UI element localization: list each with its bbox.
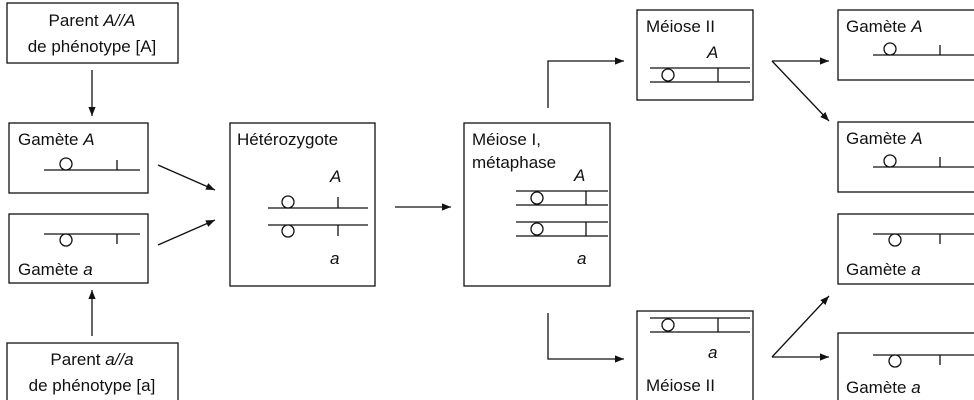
- arrow-meiosis-II-bottom-to-gamete-3: [771, 295, 830, 358]
- arrow-meiosis-II-top-to-gamete-2: [771, 60, 830, 122]
- parent-AA-phenotype: de phénotype [A]: [28, 37, 157, 56]
- heterozygote-allele-A: A: [329, 167, 341, 186]
- centromere: [59, 233, 73, 247]
- meiosis-I-box: Méiose I, métaphase A a: [463, 122, 611, 287]
- centromere: [530, 222, 544, 236]
- gamete-A-label: Gamète A: [18, 130, 95, 149]
- parent-aa-box: Parent a//a de phénotype [a]: [6, 342, 179, 400]
- centromere: [281, 224, 295, 238]
- parent-AA-box: Parent A//A de phénotype [A]: [6, 2, 179, 64]
- arrow-meiosis-I-to-meiosis-II-bottom: [547, 313, 624, 363]
- output-gamete-3: Gamète a: [837, 213, 974, 285]
- output-gamete-2-label: Gamète A: [846, 129, 923, 148]
- centromere: [883, 42, 897, 56]
- output-gamete-4: Gamète a: [837, 332, 974, 400]
- output-gamete-1: Gamète A: [837, 9, 974, 81]
- meiosis-II-bottom-box: a Méiose II: [636, 310, 754, 400]
- output-gamete-1-label: Gamète A: [846, 17, 923, 36]
- output-gamete-2: Gamète A: [837, 121, 974, 193]
- centromere: [888, 233, 902, 247]
- heterozygote-title: Hétérozygote: [237, 130, 338, 149]
- meiosis-II-bottom-allele: a: [708, 343, 717, 362]
- meiosis-II-bottom-title: Méiose II: [646, 376, 715, 395]
- meiosis-II-top-allele: A: [706, 43, 718, 62]
- centromere: [59, 157, 73, 171]
- arrow-gameteA-to-heterozygote: [157, 164, 216, 191]
- parent-aa-title: Parent a//a: [50, 350, 133, 369]
- parent-AA-title: Parent A//A: [49, 11, 136, 30]
- gamete-a-box: Gamète a: [8, 213, 149, 284]
- heterozygote-box: Hétérozygote A a: [229, 122, 376, 287]
- centromere: [281, 195, 295, 209]
- heterozygote-allele-a: a: [330, 249, 339, 268]
- centromere: [661, 318, 675, 332]
- meiosis-I-subtitle: métaphase: [472, 153, 556, 172]
- output-gamete-4-label: Gamète a: [846, 378, 921, 397]
- arrow-meiosis-I-to-meiosis-II-top: [547, 57, 624, 108]
- centromere: [888, 354, 902, 368]
- meiosis-I-allele-a: a: [577, 249, 586, 268]
- meiosis-I-allele-A: A: [573, 166, 585, 185]
- meiosis-I-title: Méiose I,: [472, 130, 541, 149]
- output-gamete-3-label: Gamète a: [846, 260, 921, 279]
- gamete-A-box: Gamète A: [8, 122, 149, 194]
- meiosis-II-top-title: Méiose II: [646, 17, 715, 36]
- centromere: [883, 154, 897, 168]
- centromere: [530, 191, 544, 205]
- parent-aa-phenotype: de phénotype [a]: [29, 376, 156, 395]
- gamete-a-label: Gamète a: [18, 260, 93, 279]
- centromere: [661, 68, 675, 82]
- meiosis-II-top-box: Méiose II A: [636, 9, 754, 101]
- arrow-gametea-to-heterozygote: [157, 219, 216, 246]
